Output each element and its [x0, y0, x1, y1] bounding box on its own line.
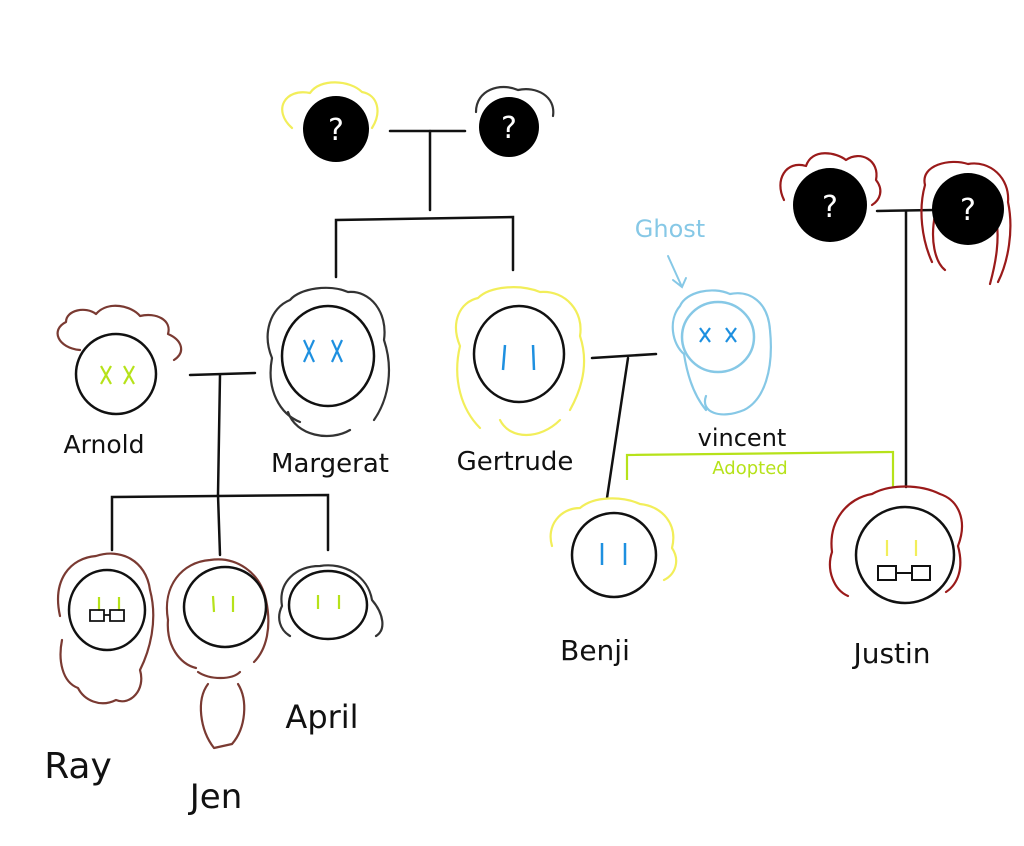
brown-long-hair-outline — [57, 552, 155, 705]
arnold-name: Arnold — [64, 430, 145, 459]
blonde-hair-outline — [455, 286, 586, 436]
unknown-person-head — [793, 168, 867, 242]
arnold-head — [74, 332, 158, 416]
unknown-person-head — [479, 97, 539, 157]
grandparent-dark-red-left-node: ? — [779, 152, 882, 242]
glasses-icon — [89, 609, 125, 622]
open-eyes — [600, 543, 627, 565]
justin-head — [854, 505, 956, 605]
yellow-eyes — [97, 597, 121, 611]
justin-name: Justin — [851, 637, 930, 670]
gertrude-head — [472, 304, 566, 404]
ray-head — [67, 568, 147, 652]
sibling-bar-margerat-gertrude — [334, 215, 515, 279]
ghost-label: Ghost — [635, 215, 705, 243]
gray-hair-outline — [474, 85, 555, 118]
grandparent-dark-red-right-node: ? — [920, 160, 1012, 286]
unknown-mark: ? — [501, 111, 517, 146]
arnold-node: Arnold — [56, 304, 183, 459]
margerat-name: Margerat — [271, 449, 389, 479]
crossed-eyes — [699, 327, 737, 343]
dark-red-hair-outline — [828, 485, 963, 598]
unknown-person-head — [303, 96, 369, 162]
yellow-eyes — [211, 595, 235, 613]
benji-head — [570, 511, 658, 599]
brown-hair-outline — [56, 304, 183, 362]
grandparent-left-node: ? — [281, 81, 379, 162]
descent-line-jen — [216, 493, 222, 557]
blonde-hair-outline — [281, 81, 379, 130]
brown-hair-outline — [165, 558, 270, 670]
unknown-mark: ? — [822, 190, 838, 225]
ghost-body-outline — [671, 289, 772, 416]
open-eyes — [501, 344, 536, 371]
april-node: April — [278, 564, 384, 736]
vincent-head — [680, 300, 756, 374]
vincent-name: vincent — [698, 424, 787, 452]
benji-node: Benji — [549, 497, 678, 667]
april-name: April — [285, 698, 358, 736]
crossed-eyes — [100, 365, 135, 385]
marriage-line-gertrude-vincent — [590, 352, 658, 360]
blonde-hair-outline — [549, 497, 678, 582]
adopted-link-line — [625, 450, 895, 488]
jen-name: Jen — [188, 777, 243, 817]
jen-node: Jen — [165, 558, 270, 817]
margerat-node: Margerat — [266, 286, 390, 479]
grandparent-right-node: ? — [474, 85, 555, 157]
unknown-mark: ? — [960, 193, 976, 228]
marriage-line-arnold-margerat — [188, 371, 257, 377]
vincent-node: vincent Adopted — [671, 289, 788, 479]
unknown-person-head — [932, 173, 1004, 245]
descent-line-benji — [605, 356, 630, 500]
yellow-eyes — [885, 540, 918, 556]
gertrude-name: Gertrude — [457, 447, 574, 477]
crossed-eyes — [302, 339, 344, 363]
ghost-annotation: Ghost — [635, 215, 705, 289]
unknown-mark: ? — [328, 113, 344, 148]
braid-outline — [196, 670, 246, 750]
dark-red-long-hair-outline — [920, 160, 1012, 286]
gray-hair-outline — [266, 286, 390, 438]
april-head — [287, 569, 369, 641]
gertrude-node: Gertrude — [455, 286, 586, 477]
descent-line-arnold-margerat — [216, 373, 222, 497]
adopted-label: Adopted — [712, 458, 787, 479]
yellow-eyes — [316, 595, 341, 609]
glasses-icon — [877, 565, 931, 581]
ghost-arrow — [667, 255, 687, 289]
dark-red-hair-outline — [779, 152, 882, 207]
jen-head — [182, 565, 268, 649]
ray-node: Ray — [44, 552, 155, 787]
ray-name: Ray — [44, 746, 112, 787]
sibling-bar-ray-jen-april — [110, 493, 330, 552]
margerat-head — [280, 304, 376, 408]
benji-name: Benji — [560, 634, 630, 667]
gray-hair-outline — [278, 564, 384, 638]
justin-node: Justin — [828, 485, 963, 670]
connector-lines — [110, 129, 937, 557]
